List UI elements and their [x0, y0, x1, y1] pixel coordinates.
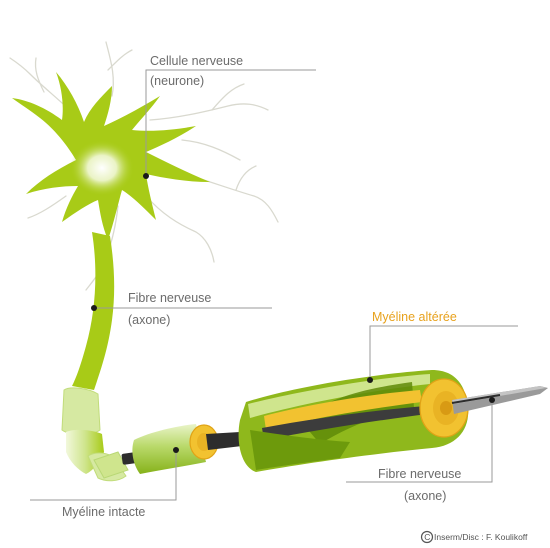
myelin-intacte-segments: [62, 388, 242, 481]
label-myeline-alteree: Myéline altérée: [372, 310, 457, 324]
axon-proximal: [72, 232, 114, 390]
label-axone-top: (axone): [128, 313, 170, 327]
copyright-symbol: C: [424, 532, 430, 542]
label-neurone-title: Cellule nerveuse: [150, 54, 243, 68]
label-axone-bottom: (axone): [404, 489, 446, 503]
label-fibre-nerveuse-bottom: Fibre nerveuse: [378, 467, 461, 481]
credit-text: Inserm/Disc : F. Koulikoff: [434, 532, 528, 542]
label-fibre-nerveuse-top: Fibre nerveuse: [128, 291, 211, 305]
copyright-credit: C Inserm/Disc : F. Koulikoff: [422, 532, 529, 543]
label-neurone-subtitle: (neurone): [150, 74, 204, 88]
nucleus-highlight: [70, 140, 134, 196]
label-myeline-intacte: Myéline intacte: [62, 505, 145, 519]
axon-distal: [452, 386, 548, 414]
neuron-cell-body: [12, 72, 210, 240]
myelin-alteree-segment: [239, 370, 469, 472]
